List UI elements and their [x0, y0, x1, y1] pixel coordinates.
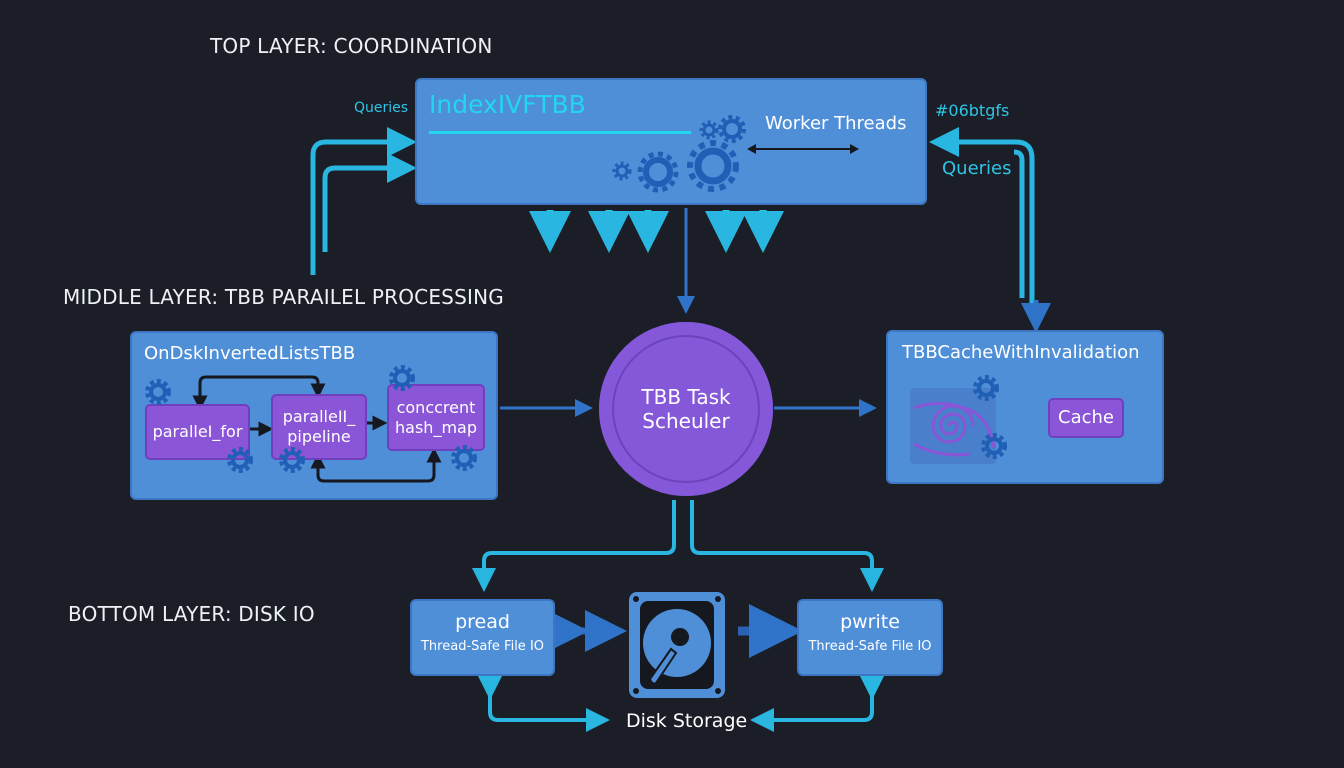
gear-icon — [612, 161, 632, 181]
tbb-task-scheduler[interactable]: TBB Task Scheuler — [599, 322, 773, 496]
queries-left-label: Queries — [354, 100, 409, 116]
title-underline — [429, 131, 691, 134]
pread-storage-arrow — [478, 676, 610, 732]
scheduler-label-line2: Scheuler — [642, 409, 730, 433]
gear-icon — [279, 447, 305, 473]
bottom-layer-title: BOTTOM LAYER: DISK IO — [68, 602, 315, 626]
concurrent-hash-map-node[interactable]: conccrent hash_map — [387, 384, 485, 451]
index-ivftbb-box[interactable]: IndexIVFTBB Worker Threads — [415, 78, 927, 205]
swirl-invalidation-icon — [910, 388, 996, 464]
gear-icon — [637, 151, 679, 193]
cache-node[interactable]: Cache — [1048, 398, 1124, 438]
scheduler-label-line1: TBB Task — [641, 385, 731, 409]
worker-threads-label: Worker Threads — [765, 113, 907, 134]
gear-icon — [981, 433, 1007, 459]
hash-label: #06btgfs — [935, 101, 1010, 120]
ondisk-internal-arrows — [192, 375, 442, 483]
pread-title: pread — [455, 611, 510, 633]
parallel-pipeline-node[interactable]: paralleII_ pipeline — [271, 394, 367, 460]
queries-right-arrow-out — [1013, 149, 1025, 298]
gear-icon — [718, 115, 746, 143]
pwrite-subtitle: Thread-Safe File IO — [808, 639, 932, 654]
pwrite-box[interactable]: pwrite Thread-Safe File IO — [797, 599, 943, 676]
scheduler-to-pread-arrow — [472, 500, 676, 592]
gear-icon — [389, 365, 415, 391]
gear-icon — [227, 447, 253, 473]
pwrite-storage-arrow — [750, 676, 884, 732]
pread-subtitle: Thread-Safe File IO — [420, 639, 545, 654]
pread-box[interactable]: pread Thread-Safe File IO — [410, 599, 555, 676]
scheduler-to-pwrite-arrow — [690, 500, 884, 592]
cache-box-title: TBBCacheWithInvalidation — [902, 342, 1140, 363]
gear-icon — [699, 120, 719, 140]
disk-storage-label: Disk Storage — [626, 710, 748, 732]
ondisk-title: OnDskInvertedListsTBB — [144, 343, 356, 364]
worker-down-arrows — [529, 210, 784, 253]
queries-right-label: Queries — [942, 158, 1012, 179]
gear-icon — [687, 140, 739, 192]
hard-disk-icon[interactable] — [628, 591, 726, 699]
gear-icon — [973, 375, 999, 401]
gear-icon — [145, 379, 171, 405]
queries-in-arrow-1 — [310, 127, 417, 275]
middle-layer-title: MIDDLE LAYER: TBB PARAILEL PROCESSING — [63, 285, 504, 309]
pwrite-title: pwrite — [840, 611, 900, 633]
tbb-cache-box[interactable]: TBBCacheWithInvalidation Cache — [886, 330, 1164, 484]
worker-threads-double-arrow — [747, 144, 859, 154]
ondisk-inverted-lists-box[interactable]: OnDskInvertedListsTBB paralleI_for paral… — [130, 331, 498, 500]
top-layer-title: TOP LAYER: COORDINATION — [210, 34, 493, 58]
index-ivftbb-title: IndexIVFTBB — [429, 90, 586, 119]
queries-in-arrow-2 — [322, 153, 417, 252]
gear-icon — [451, 445, 477, 471]
